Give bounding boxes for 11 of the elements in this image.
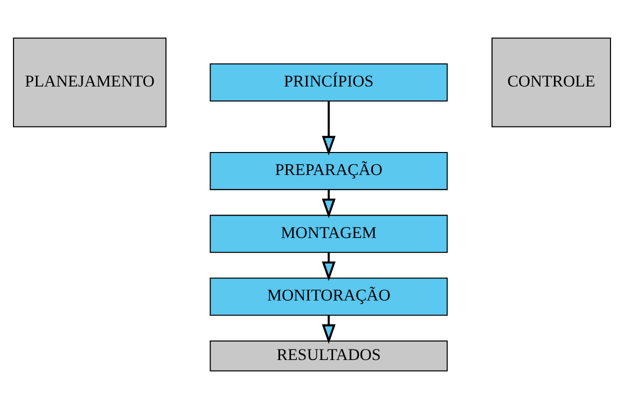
arrow (321, 315, 336, 344)
node-box: PREPARAÇÃO (209, 151, 448, 190)
arrow (321, 252, 336, 281)
arrow (321, 189, 336, 218)
node-box: CONTROLE (491, 37, 611, 127)
arrow (321, 100, 336, 155)
node-box: RESULTADOS (209, 340, 448, 371)
node-box: MONTAGEM (209, 214, 448, 252)
node-box: PRINCÍPIOS (209, 62, 448, 101)
node-box: PLANEJAMENTO (12, 37, 166, 127)
node-box: MONITORAÇÃO (209, 277, 448, 316)
